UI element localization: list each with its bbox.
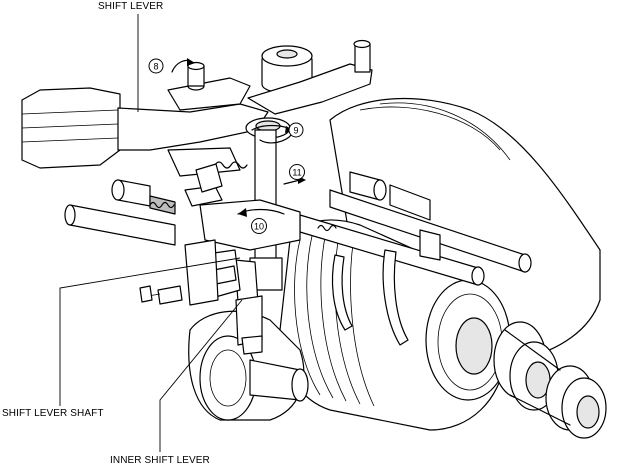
shift-lever: [21, 61, 291, 177]
left-shaft: [64, 179, 176, 246]
step-9: 9: [288, 122, 304, 138]
label-shift-lever: SHIFT LEVER: [98, 1, 164, 12]
step-11: 11: [289, 164, 305, 180]
detent-springs: [139, 161, 337, 305]
leader-shift-lever-shaft: [59, 257, 241, 406]
step-9-number: 9: [293, 126, 298, 136]
step-10-number: 10: [254, 222, 264, 232]
leader-inner-shift-lever: [159, 299, 243, 452]
selector-cam-plate: [247, 39, 373, 115]
label-shift-lever-shaft: SHIFT LEVER SHAFT: [2, 408, 104, 419]
step-8: 8: [148, 58, 164, 74]
step-10: 10: [251, 218, 267, 234]
step-8-number: 8: [153, 62, 158, 72]
lower-gear-cluster: [188, 310, 309, 421]
shift-forks: [331, 229, 441, 346]
lower-bracket: [184, 239, 263, 355]
step-11-number: 11: [292, 168, 301, 178]
label-inner-shift-lever: INNER SHIFT LEVER: [110, 455, 210, 466]
output-gear-discs: [493, 321, 607, 439]
